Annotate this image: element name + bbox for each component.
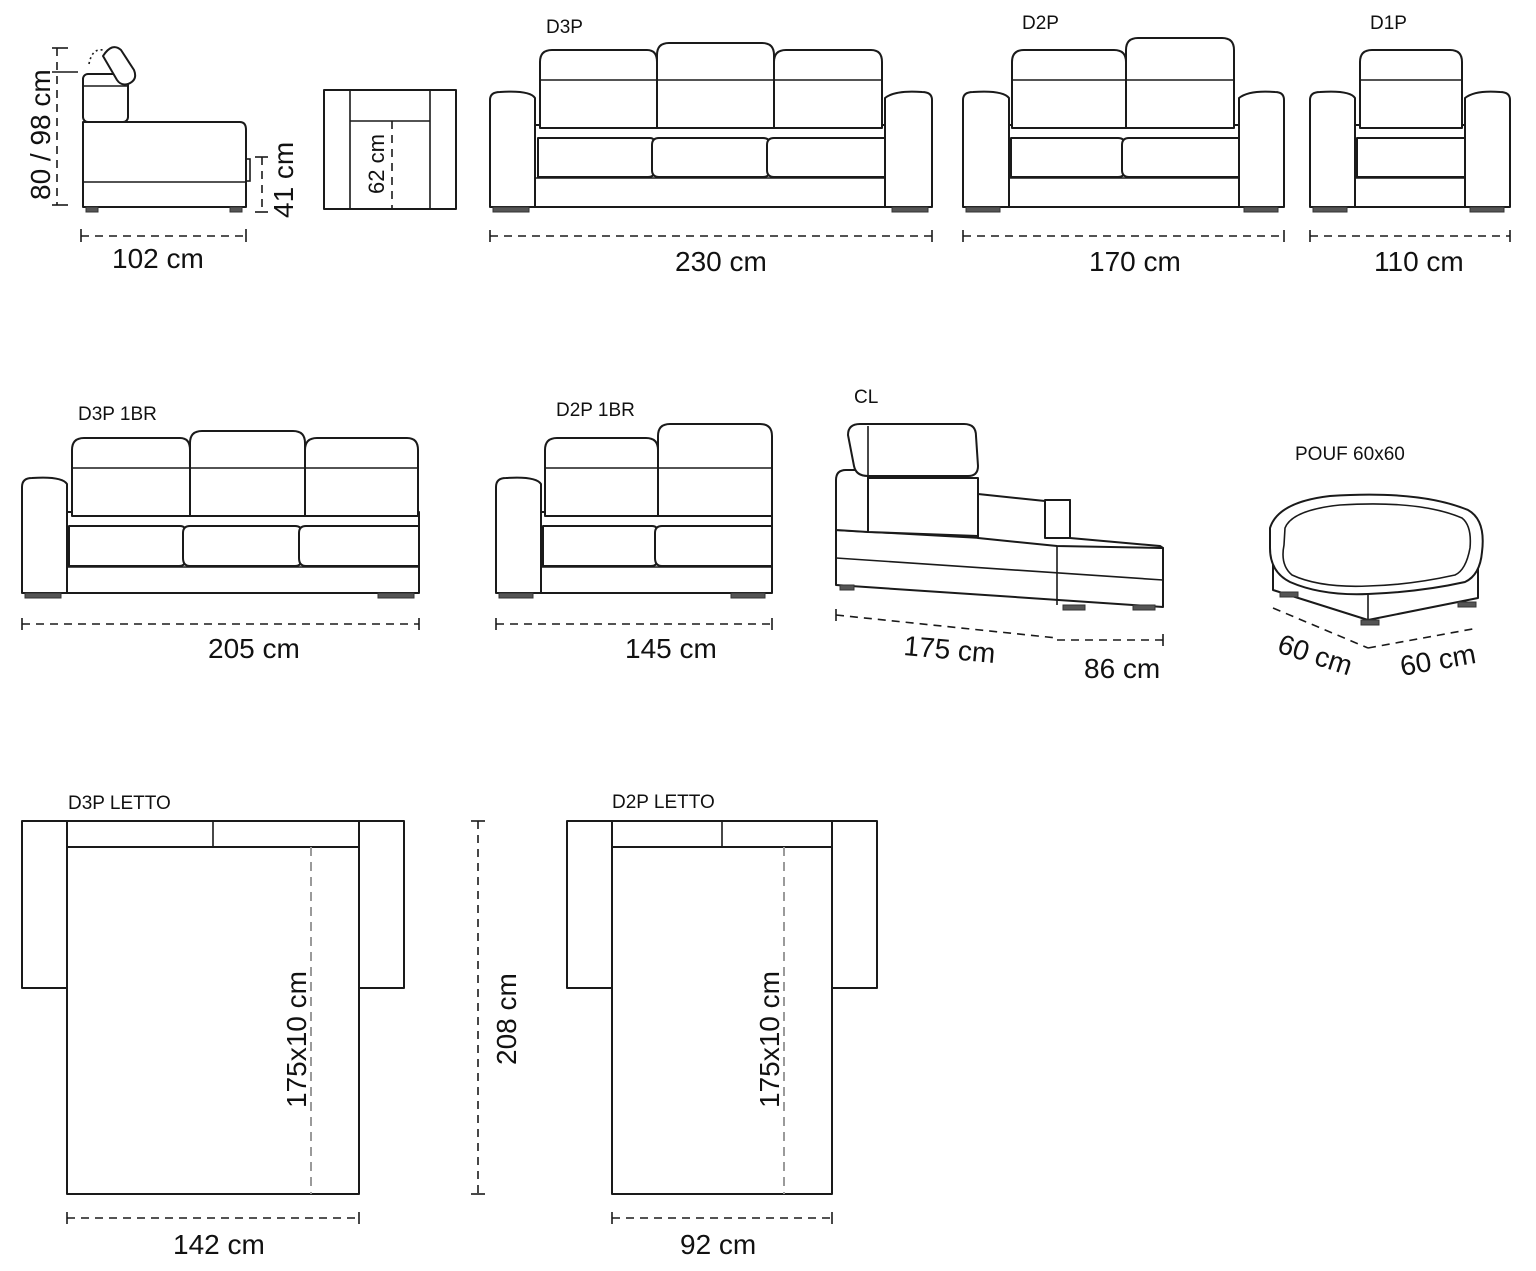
side-view-sofa: 80 / 98 cm 41 cm 102 cm bbox=[25, 46, 299, 274]
sofa-d1p: D1P 110 cm bbox=[1309, 13, 1511, 277]
d2p-width-label: 170 cm bbox=[1089, 246, 1181, 277]
d3p-width-label: 230 cm bbox=[675, 246, 767, 277]
bed-d2p-letto: D2P LETTO 175x10 cm 92 cm bbox=[566, 792, 878, 1260]
seat-depth-label: 62 cm bbox=[364, 134, 389, 194]
pouf-width-label: 60 cm bbox=[1398, 638, 1478, 682]
d3p-letto-label: D3P LETTO bbox=[68, 793, 171, 814]
side-height-label: 80 / 98 cm bbox=[25, 69, 56, 200]
side-depth-label: 102 cm bbox=[112, 243, 204, 274]
d1p-width-label: 110 cm bbox=[1374, 246, 1464, 277]
d3p-label: D3P bbox=[546, 17, 583, 38]
d2p-1br-label: D2P 1BR bbox=[556, 400, 635, 421]
sofa-d3p-1br: D3P 1BR 205 cm bbox=[21, 404, 420, 664]
chaise-longue-cl: CL 175 cm 86 cm bbox=[835, 387, 1164, 684]
d2p-mattress-label: 175x10 cm bbox=[754, 971, 785, 1108]
seat-depth-view: 62 cm bbox=[323, 89, 457, 210]
cl-width-label: 86 cm bbox=[1084, 653, 1160, 684]
pouf-label: POUF 60x60 bbox=[1295, 444, 1405, 465]
d2p-label: D2P bbox=[1022, 13, 1059, 34]
sofa-d3p: D3P 230 cm bbox=[489, 17, 933, 277]
d2p-1br-width-label: 145 cm bbox=[625, 633, 717, 664]
pouf-depth-label: 60 cm bbox=[1274, 628, 1356, 681]
d3p-1br-label: D3P 1BR bbox=[78, 404, 157, 425]
sofa-d2p: D2P 170 cm bbox=[962, 13, 1285, 277]
bed-d3p-letto: D3P LETTO 175x10 cm 142 cm bbox=[21, 793, 405, 1260]
d1p-label: D1P bbox=[1370, 13, 1407, 34]
bed-length-label: 208 cm bbox=[491, 973, 522, 1065]
cl-label: CL bbox=[854, 387, 878, 408]
sofa-d2p-1br: D2P 1BR 145 cm bbox=[495, 400, 773, 664]
seat-height-label: 41 cm bbox=[268, 142, 299, 218]
pouf: POUF 60x60 60 cm 60 cm bbox=[1269, 444, 1484, 682]
d3p-1br-width-label: 205 cm bbox=[208, 633, 300, 664]
d2p-letto-label: D2P LETTO bbox=[612, 792, 715, 813]
bed-length-dimension: 208 cm bbox=[471, 820, 522, 1195]
cl-length-label: 175 cm bbox=[902, 630, 996, 669]
d3p-mattress-label: 175x10 cm bbox=[281, 971, 312, 1108]
d3p-letto-width-label: 142 cm bbox=[173, 1229, 265, 1260]
d2p-letto-width-label: 92 cm bbox=[680, 1229, 756, 1260]
